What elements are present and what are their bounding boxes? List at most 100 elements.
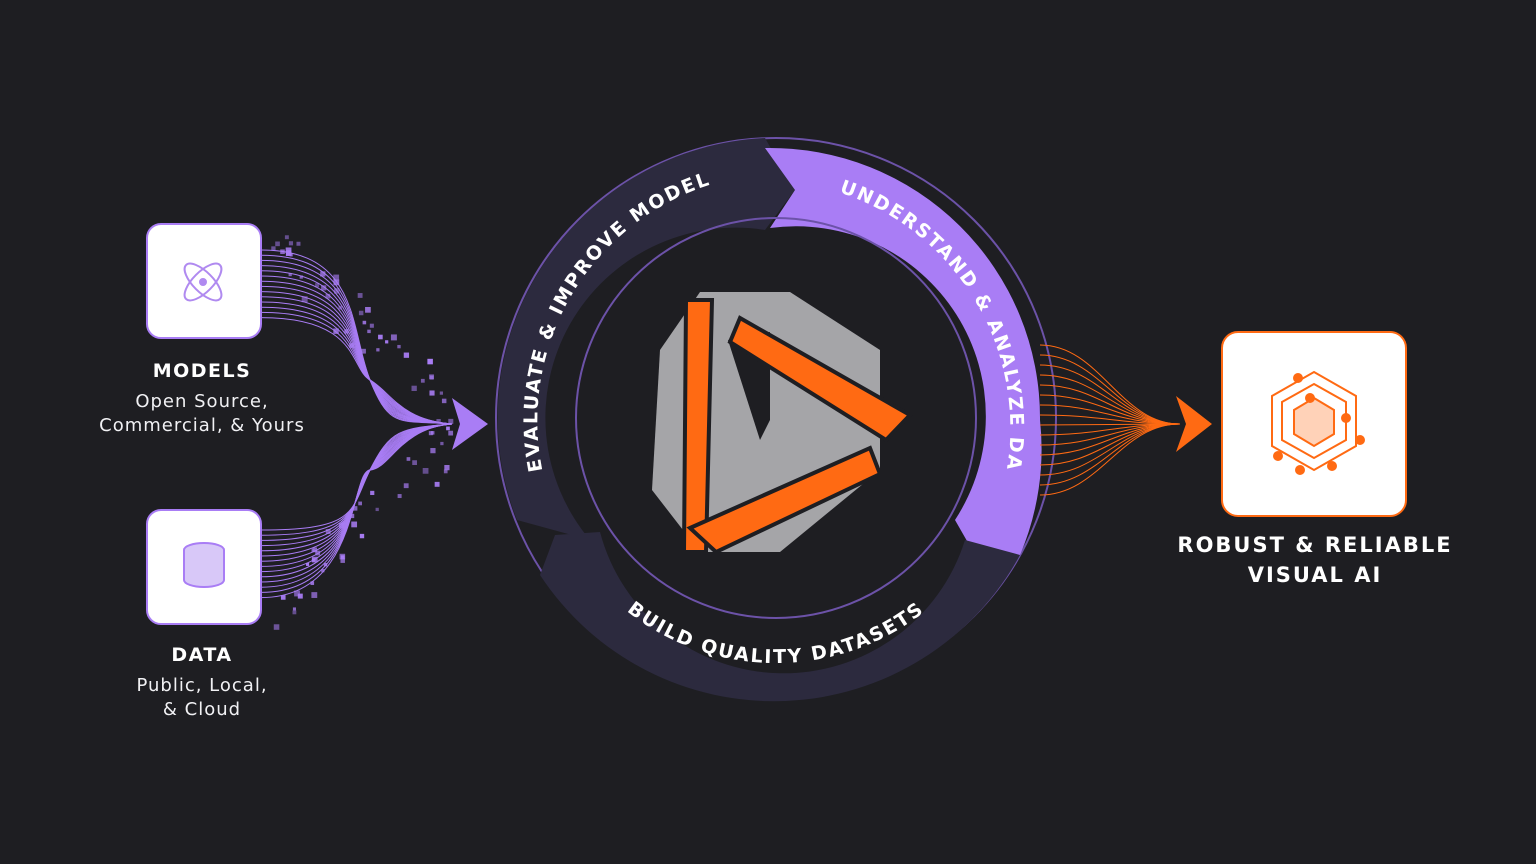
pixel-dot — [430, 448, 436, 454]
pixel-dot — [320, 271, 326, 277]
pixel-dot — [403, 352, 410, 358]
pixel-dot — [361, 348, 366, 354]
data-title: DATA — [171, 644, 233, 666]
pixel-dot — [434, 481, 440, 487]
pixel-dot — [351, 521, 358, 528]
flow-line — [1039, 354, 1181, 425]
models-subtitle-1: Open Source, — [135, 391, 269, 412]
pixel-dot — [349, 513, 355, 519]
pixel-dot — [378, 334, 383, 340]
flow-line — [260, 423, 453, 588]
pixel-dot — [311, 556, 318, 563]
data-subtitle-2: & Cloud — [162, 699, 242, 720]
pixel-dot — [349, 343, 354, 348]
pixel-dot — [333, 328, 339, 334]
pixel-dot — [390, 334, 397, 341]
pixel-dot — [321, 285, 327, 291]
pixel-dot — [429, 390, 435, 396]
pixel-dots — [271, 235, 454, 630]
pixel-dot — [385, 340, 389, 344]
flow-line — [1039, 364, 1181, 425]
pixel-dot — [311, 549, 315, 553]
pixel-dot — [428, 431, 433, 436]
pixel-dot — [429, 375, 434, 380]
pixel-dot — [340, 558, 345, 563]
pixel-dot — [397, 344, 401, 349]
pixel-dot — [312, 547, 317, 553]
flow-line — [1039, 384, 1181, 425]
output-flow-lines — [1039, 344, 1181, 496]
flow-line — [260, 317, 453, 425]
pixel-dot — [441, 398, 447, 404]
segment-understand — [765, 147, 1042, 556]
pixel-dot — [299, 275, 303, 279]
flow-line — [1039, 423, 1181, 476]
pixel-dot — [411, 385, 417, 391]
pixel-dot — [440, 441, 444, 446]
flow-line — [260, 423, 453, 562]
pixel-dot — [296, 241, 301, 246]
models-title: MODELS — [152, 360, 252, 382]
pixel-dot — [321, 569, 325, 573]
pixel-dot — [344, 329, 349, 334]
pixel-dot — [292, 607, 296, 611]
pixel-dot — [333, 274, 340, 281]
pixel-dot — [325, 293, 331, 299]
pixel-dot — [310, 581, 315, 585]
pixel-dot — [315, 550, 321, 556]
pixel-dot — [375, 507, 379, 512]
models-caption: MODELS Open Source, Commercial, & Yours — [70, 360, 334, 438]
models-card — [146, 223, 262, 339]
pixel-dot — [306, 562, 310, 566]
pixel-dot — [446, 426, 450, 431]
pixel-dot — [275, 241, 280, 247]
pixel-dot — [448, 430, 454, 436]
pixel-dot — [422, 467, 429, 474]
pixel-dot — [397, 494, 402, 499]
pixel-dot — [280, 595, 286, 600]
flow-line — [1039, 344, 1181, 425]
pixel-dot — [301, 296, 308, 303]
pixel-dot — [357, 293, 363, 298]
pixel-dot — [358, 310, 364, 316]
network-hexagon-icon — [1271, 370, 1365, 475]
pixel-dot — [406, 457, 411, 461]
pixel-dot — [369, 323, 374, 328]
flow-line — [260, 423, 453, 599]
pixel-dot — [292, 610, 297, 615]
pixel-dot — [352, 506, 358, 511]
pixel-dot — [315, 283, 320, 288]
pixel-dot — [271, 246, 276, 251]
pixel-dot — [367, 329, 371, 334]
pixel-dot — [285, 250, 291, 256]
pixel-dot — [325, 529, 331, 535]
flow-line — [1039, 423, 1181, 496]
pixel-dot — [333, 279, 340, 286]
input-flow-lines — [260, 249, 453, 599]
data-card — [146, 509, 262, 625]
pixel-dot — [288, 272, 292, 277]
output-caption: ROBUST & RELIABLE VISUAL AI — [1160, 530, 1470, 590]
pixel-dot — [448, 418, 454, 424]
pixel-dot — [439, 391, 444, 395]
output-title-1: ROBUST & RELIABLE — [1177, 533, 1453, 557]
output-card — [1221, 331, 1407, 517]
pixel-dot — [339, 553, 346, 560]
pixel-dot — [334, 288, 340, 294]
flow-line — [260, 423, 453, 567]
pixel-dot — [430, 431, 435, 435]
pixel-dot — [311, 592, 318, 598]
input-arrow — [452, 398, 488, 450]
flow-line — [260, 423, 453, 531]
segment-build — [540, 532, 1020, 702]
pixel-dot — [436, 419, 441, 424]
pixel-dot — [444, 465, 450, 471]
flow-line — [1039, 423, 1181, 486]
pixel-dot — [443, 469, 448, 474]
data-caption: DATA Public, Local, & Cloud — [70, 644, 334, 722]
flow-line — [1039, 423, 1181, 456]
output-arrow — [1176, 396, 1212, 452]
flow-line — [1039, 374, 1181, 425]
pixel-dot — [288, 241, 294, 246]
